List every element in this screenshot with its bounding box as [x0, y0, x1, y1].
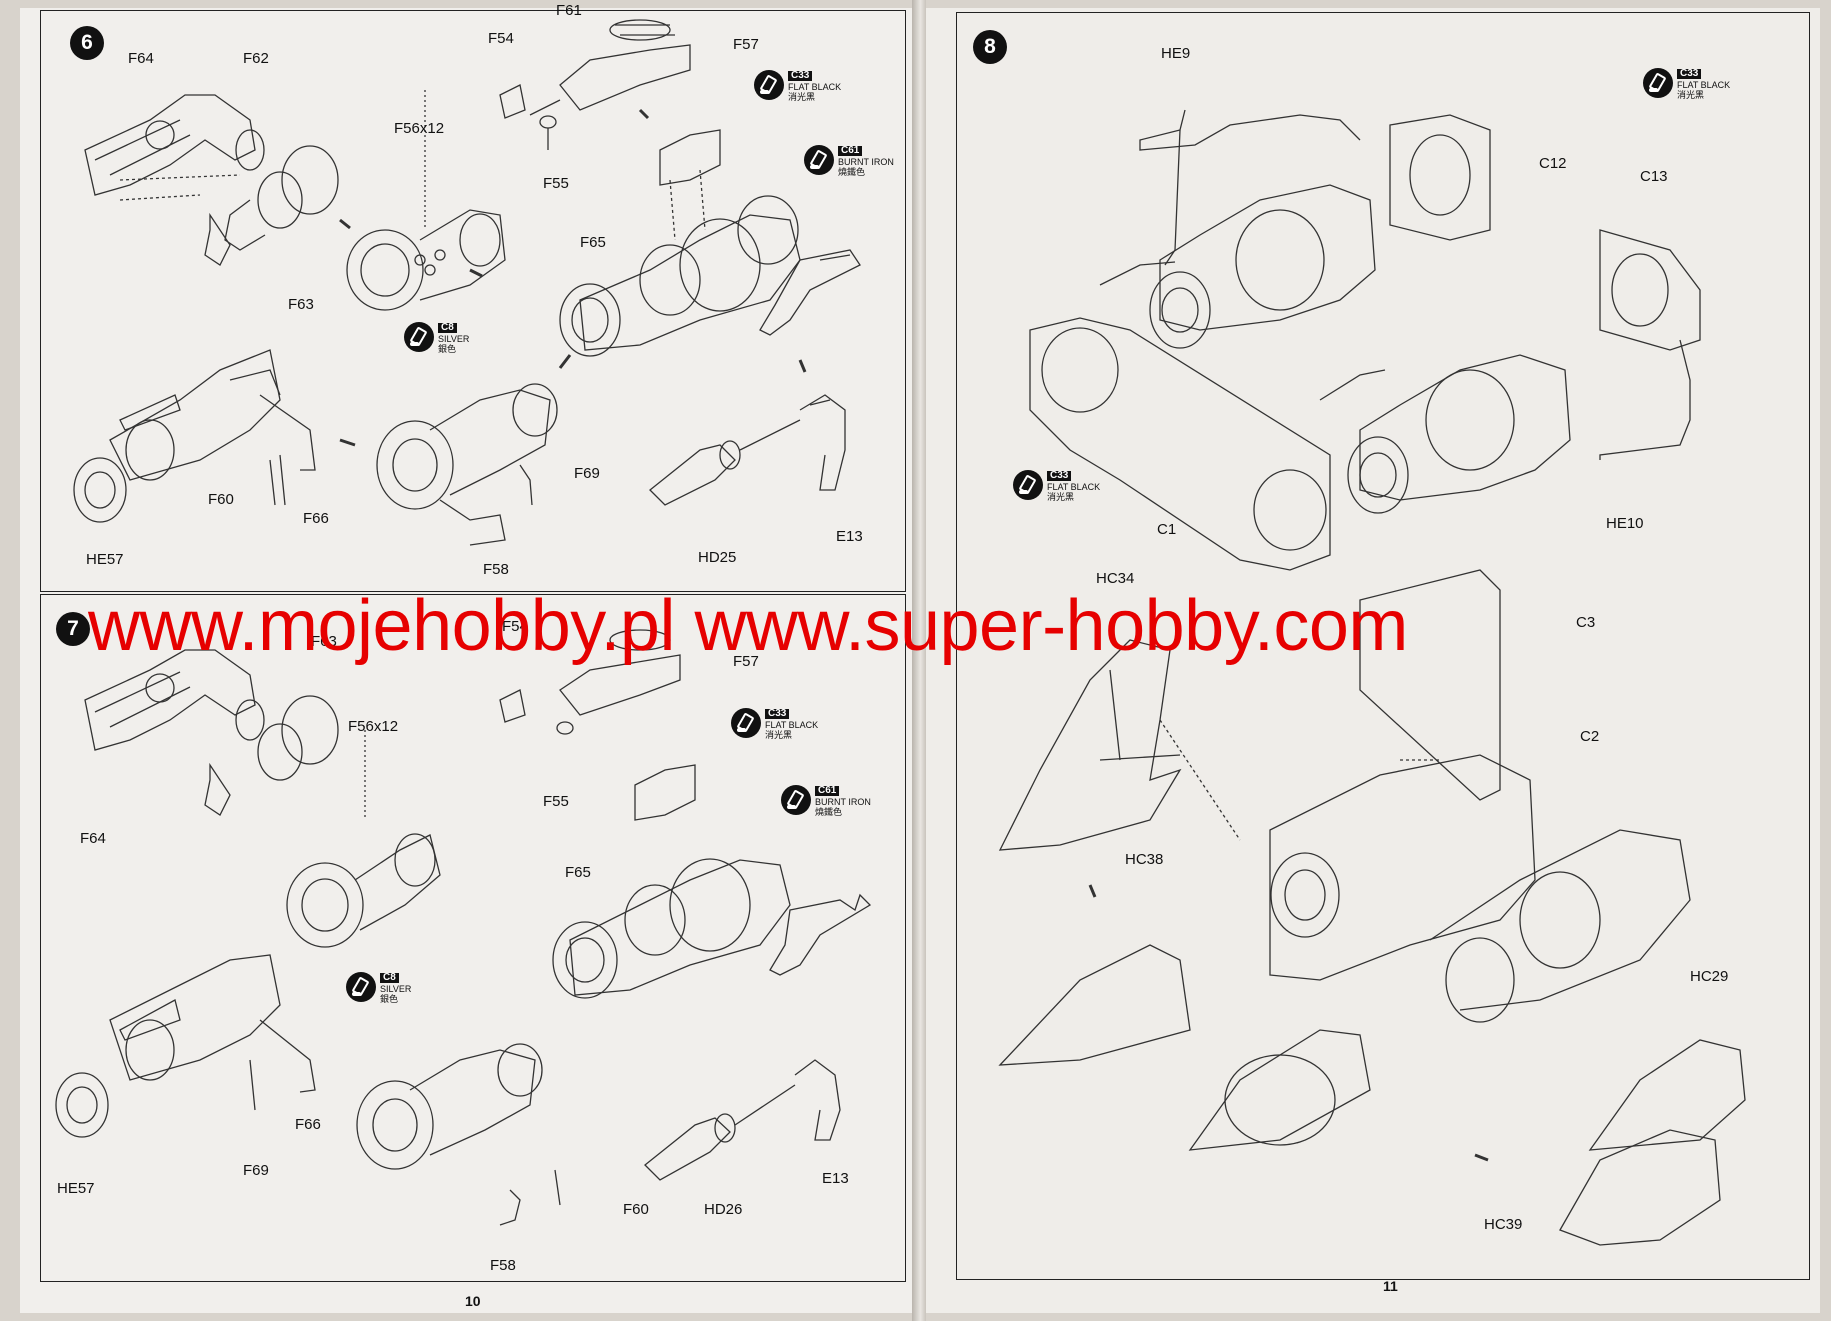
part-label: C3	[1576, 614, 1596, 631]
part-label: HC29	[1690, 968, 1729, 985]
part-label: HC34	[1096, 570, 1135, 587]
part-label: HE57	[86, 551, 124, 568]
part-label: F56x12	[394, 120, 445, 137]
part-label: F63	[288, 296, 314, 313]
paint-brush-icon	[731, 708, 761, 738]
part-label: F66	[303, 510, 329, 527]
part-label: C12	[1539, 155, 1567, 172]
paint-brush-icon	[781, 785, 811, 815]
book-gutter	[912, 0, 926, 1321]
part-label: F64	[128, 50, 154, 67]
part-label: F65	[565, 864, 591, 881]
page-number-left: 10	[465, 1293, 481, 1309]
part-label: F69	[243, 1162, 269, 1179]
paint-brush-icon	[754, 70, 784, 100]
part-label: HD26	[704, 1201, 743, 1218]
part-label: F57	[733, 36, 759, 53]
part-label: F60	[623, 1201, 649, 1218]
step-6-number: 6	[70, 26, 104, 60]
left-page	[20, 8, 916, 1313]
watermark-text: www.mojehobby.pl www.super-hobby.com	[88, 586, 1408, 666]
part-label: F56x12	[348, 718, 399, 735]
part-label: HD25	[698, 549, 737, 566]
step-7-number: 7	[56, 612, 90, 646]
part-label: F57	[733, 653, 759, 670]
part-label: C1	[1157, 521, 1177, 538]
part-label: E13	[822, 1170, 849, 1187]
part-label: F58	[490, 1257, 516, 1274]
step-8-frame	[956, 12, 1810, 1280]
part-label: F54	[502, 618, 528, 635]
part-label: E13	[836, 528, 863, 545]
step7-drawing	[55, 629, 872, 1226]
part-label: F61	[556, 2, 582, 19]
part-label: F69	[574, 465, 600, 482]
paint-brush-icon	[346, 972, 376, 1002]
page-number-right: 11	[1383, 1278, 1398, 1294]
part-label: F54	[488, 30, 514, 47]
part-label: HE9	[1161, 45, 1191, 62]
part-label: F64	[80, 830, 106, 847]
part-label: HC38	[1125, 851, 1164, 868]
part-label: F60	[208, 491, 234, 508]
step8-drawing	[998, 109, 1746, 1246]
part-label: C13	[1640, 168, 1668, 185]
paint-brush-icon	[1013, 470, 1043, 500]
part-label: F62	[243, 50, 269, 67]
part-label: HE57	[57, 1180, 95, 1197]
step-6-frame	[40, 10, 906, 592]
step-7-frame	[40, 594, 906, 1282]
part-label: F58	[483, 561, 509, 578]
part-label: F65	[580, 234, 606, 251]
paint-brush-icon	[804, 145, 834, 175]
step6-drawing	[73, 19, 861, 546]
part-label: HE10	[1606, 515, 1644, 532]
step-8-number: 8	[973, 30, 1007, 64]
paint-brush-icon	[404, 322, 434, 352]
right-page	[922, 8, 1820, 1313]
part-label: F55	[543, 793, 569, 810]
part-label: C2	[1580, 728, 1600, 745]
part-label: F66	[295, 1116, 321, 1133]
paint-brush-icon	[1643, 68, 1673, 98]
part-label: F55	[543, 175, 569, 192]
part-label: HC39	[1484, 1216, 1523, 1233]
part-label: F63	[311, 633, 337, 650]
